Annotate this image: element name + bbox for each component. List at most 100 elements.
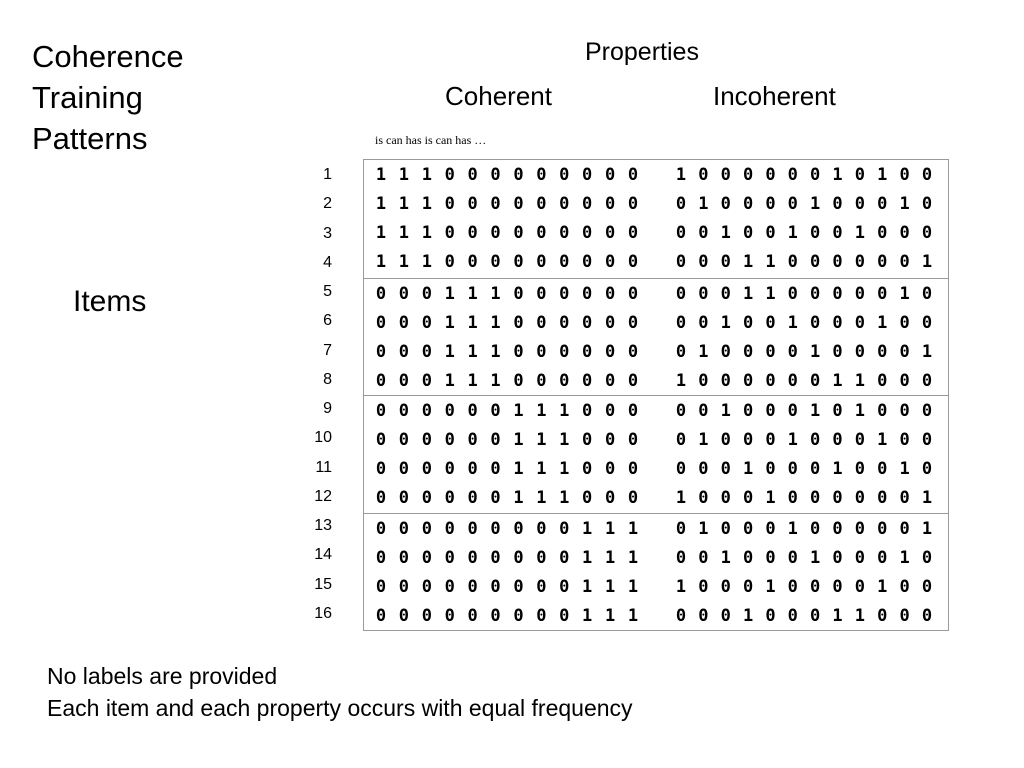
incoherent-cell: 0 <box>810 459 821 479</box>
incoherent-cell: 0 <box>787 165 798 185</box>
coherent-cell: 0 <box>513 223 524 243</box>
coherent-cell: 0 <box>398 518 410 539</box>
coherent-cell: 1 <box>604 605 616 626</box>
incoherent-cell: 1 <box>698 341 709 362</box>
coherent-cell: 1 <box>627 547 639 568</box>
incoherent-cell: 0 <box>899 401 910 421</box>
coherent-cell: 0 <box>627 401 639 421</box>
coherent-cell: 0 <box>604 252 616 272</box>
incoherent-cell: 0 <box>675 283 687 304</box>
coherent-cell: 0 <box>604 488 616 508</box>
coherent-cell: 0 <box>536 194 547 214</box>
coherent-cell: 1 <box>559 488 570 508</box>
coherent-cell: 1 <box>398 194 410 214</box>
incoherent-cell: 0 <box>877 459 888 479</box>
coherent-cell: 0 <box>375 605 387 626</box>
incoherent-cell: 0 <box>742 341 754 362</box>
coherent-cell: 0 <box>398 459 410 479</box>
coherent-cell: 0 <box>536 370 547 391</box>
coherent-cell: 0 <box>375 341 387 362</box>
incoherent-cell: 1 <box>832 459 843 479</box>
coherent-cell: 0 <box>375 283 387 304</box>
incoherent-cell: 0 <box>720 488 731 508</box>
coherent-cell: 1 <box>444 283 455 304</box>
coherent-cell: 0 <box>627 430 639 450</box>
incoherent-cell: 0 <box>765 605 776 626</box>
incoherent-cell: 1 <box>810 547 821 568</box>
incoherent-cell: 1 <box>675 165 687 185</box>
item-number: 5 <box>323 283 332 300</box>
properties-header: Properties <box>585 38 699 66</box>
incoherent-cell: 0 <box>742 312 754 333</box>
coherent-cell: 0 <box>582 370 593 391</box>
incoherent-cell: 0 <box>720 252 731 272</box>
incoherent-cell: 1 <box>921 341 933 362</box>
coherent-cell: 0 <box>582 488 593 508</box>
coherent-cell: 0 <box>467 605 478 626</box>
incoherent-cell: 1 <box>877 576 888 597</box>
incoherent-cell: 0 <box>877 252 888 272</box>
incoherent-cell: 0 <box>921 459 933 479</box>
coherent-cell: 1 <box>375 223 387 243</box>
incoherent-cell: 0 <box>854 341 865 362</box>
incoherent-cell: 0 <box>921 165 933 185</box>
incoherent-cell: 0 <box>810 605 821 626</box>
coherent-cell: 0 <box>490 459 501 479</box>
coherent-cell: 0 <box>513 283 524 304</box>
coherent-cell: 0 <box>582 430 593 450</box>
incoherent-cell: 1 <box>765 576 776 597</box>
incoherent-cell: 0 <box>832 252 843 272</box>
coherent-cell: 0 <box>513 518 524 539</box>
coherent-cell: 0 <box>421 370 432 391</box>
coherent-cell: 1 <box>559 430 570 450</box>
incoherent-cell: 1 <box>675 370 687 391</box>
incoherent-cell: 0 <box>720 165 731 185</box>
incoherent-cell: 0 <box>832 576 843 597</box>
incoherent-cell: 0 <box>742 488 754 508</box>
coherent-cell: 1 <box>513 488 524 508</box>
coherent-cell: 0 <box>467 194 478 214</box>
incoherent-cell: 0 <box>810 252 821 272</box>
coherent-cell: 0 <box>444 252 455 272</box>
coherent-cell: 0 <box>559 312 570 333</box>
incoherent-cell: 0 <box>675 312 687 333</box>
incoherent-cell: 1 <box>720 312 731 333</box>
coherent-cell: 0 <box>559 370 570 391</box>
incoherent-cell: 0 <box>765 547 776 568</box>
coherent-cell: 0 <box>604 312 616 333</box>
coherent-cell: 0 <box>467 430 478 450</box>
incoherent-cell: 0 <box>877 401 888 421</box>
coherent-cell: 0 <box>375 401 387 421</box>
coherent-cell: 0 <box>582 312 593 333</box>
incoherent-cell: 0 <box>854 576 865 597</box>
incoherent-cell: 0 <box>921 370 933 391</box>
coherent-cell: 0 <box>582 252 593 272</box>
incoherent-cell: 0 <box>877 223 888 243</box>
slide-notes: No labels are provided Each item and eac… <box>47 660 633 724</box>
coherent-cell: 0 <box>582 459 593 479</box>
incoherent-cell: 0 <box>675 459 687 479</box>
coherent-cell: 0 <box>536 518 547 539</box>
incoherent-cell: 0 <box>899 165 910 185</box>
coherent-cell: 1 <box>467 370 478 391</box>
coherent-cell: 0 <box>559 194 570 214</box>
coherent-cell: 1 <box>536 430 547 450</box>
coherent-cell: 1 <box>467 341 478 362</box>
coherent-cell: 1 <box>444 312 455 333</box>
coherent-cell: 0 <box>513 547 524 568</box>
coherent-cell: 0 <box>421 430 432 450</box>
item-number: 4 <box>323 253 332 271</box>
coherent-cell: 1 <box>582 576 593 597</box>
item-number: 2 <box>323 195 332 213</box>
incoherent-cell: 0 <box>810 223 821 243</box>
